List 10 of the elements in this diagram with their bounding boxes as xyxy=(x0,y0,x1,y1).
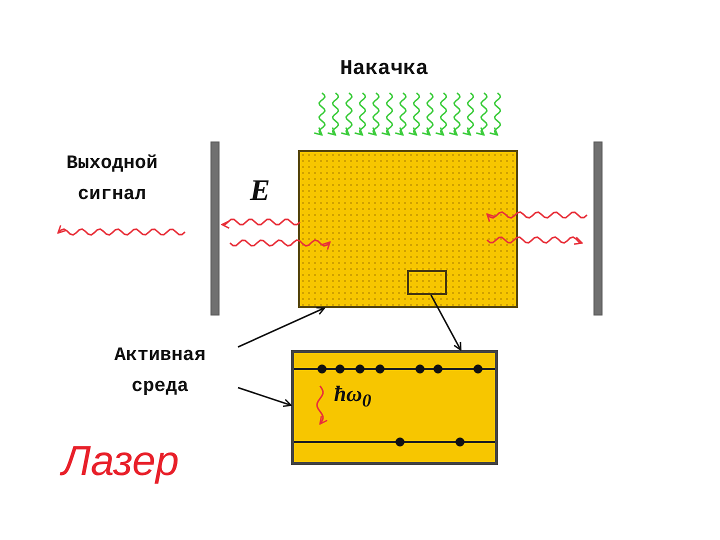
pump-label: Накачка xyxy=(340,58,428,81)
leader-arrow xyxy=(238,306,326,348)
photon-energy-symbol: ħω$_{0}$ xyxy=(334,381,372,412)
label-text: Активная среда xyxy=(113,343,207,399)
selected-region-box xyxy=(407,270,447,295)
field-symbol: E xyxy=(250,174,270,208)
leader-arrow xyxy=(238,386,292,408)
output-signal-label: Выходной сигнал xyxy=(65,151,159,207)
active-medium-box xyxy=(298,150,518,308)
title: Лазер xyxy=(62,437,179,485)
